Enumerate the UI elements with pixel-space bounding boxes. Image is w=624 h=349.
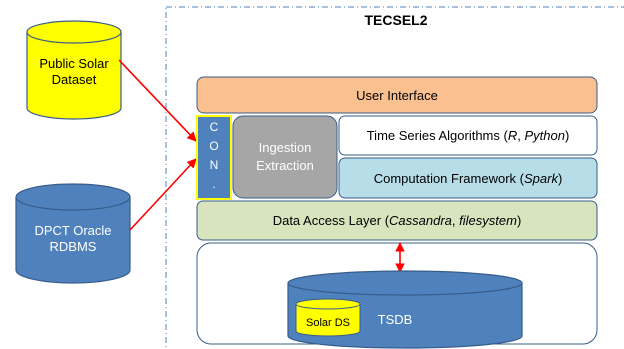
data-access-cassandra: Cassandra [389, 213, 452, 228]
computation-spark: Spark [524, 171, 559, 186]
data-access-prefix: Data Access Layer ( [273, 213, 390, 228]
ingestion-extraction-box [232, 115, 338, 199]
time-series-sep: , [517, 128, 524, 143]
rdbms-label-line1: DPCT Oracle [34, 223, 111, 238]
connector-char-2: O [209, 139, 218, 153]
computation-label: Computation Framework (Spark) [374, 171, 563, 186]
time-series-prefix: Time Series Algorithms ( [367, 128, 509, 143]
time-series-lang-r: R [508, 128, 517, 143]
connector-char-3: N [210, 158, 219, 172]
user-interface-layer [196, 76, 598, 114]
data-access-filesystem: filesystem [459, 213, 517, 228]
solar-ds-cylinder: Solar DS [295, 298, 361, 337]
time-series-algorithms-box [338, 115, 598, 156]
arrow-public-to-connector [118, 59, 197, 142]
time-series-label: Time Series Algorithms (R, Python) [367, 128, 570, 143]
computation-suffix: ) [558, 171, 562, 186]
arrow-rdbms-to-connector [129, 158, 197, 231]
user-interface-label: User Interface [356, 88, 438, 103]
time-series-lang-python: Python [524, 128, 564, 143]
public-dataset-label-line2: Dataset [52, 72, 97, 87]
rdbms-label-line2: RDBMS [50, 239, 97, 254]
computation-prefix: Computation Framework ( [374, 171, 525, 186]
public-solar-dataset-cylinder: Public Solar Dataset [26, 20, 122, 120]
connector-char-1: C [210, 120, 219, 134]
time-series-suffix: ) [565, 128, 569, 143]
ingestion-label-line2: Extraction [256, 158, 314, 173]
solar-ds-label: Solar DS [306, 317, 350, 329]
rdbms-cylinder: DPCT Oracle RDBMS [15, 183, 131, 284]
computation-framework-box [338, 157, 598, 199]
data-access-layer [196, 200, 598, 241]
system-boundary [165, 6, 624, 349]
system-title: TECSEL2 [364, 12, 427, 28]
data-access-label: Data Access Layer (Cassandra, filesystem… [273, 213, 522, 228]
data-access-sep: , [452, 213, 459, 228]
data-access-suffix: ) [517, 213, 521, 228]
connector-box [196, 115, 232, 200]
public-dataset-label-line1: Public Solar [39, 56, 109, 71]
ingestion-label-line1: Ingestion [259, 140, 312, 155]
tsdb-label: TSDB [378, 312, 413, 327]
connector-char-4: . [212, 177, 215, 191]
